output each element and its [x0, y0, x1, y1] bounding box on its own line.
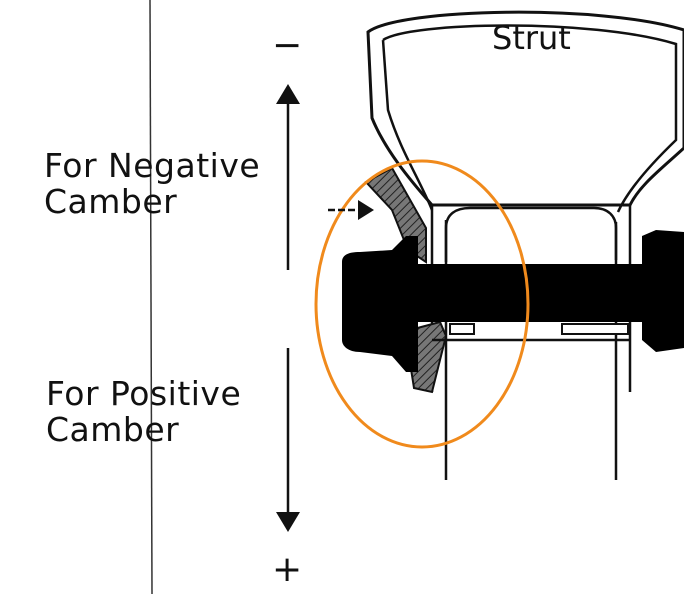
bracket-slot-outline: [444, 206, 618, 262]
negative-camber-line-2: Camber: [44, 182, 178, 221]
bolt-shank: [410, 264, 684, 322]
arrow-down-icon: [276, 348, 300, 532]
positive-camber-line-2: Camber: [46, 410, 180, 449]
arrow-right-icon: [328, 200, 374, 220]
negative-camber-label: For Negative Camber: [44, 148, 260, 220]
strut-bracket-right: [614, 205, 632, 480]
bolt-slot-left: [449, 323, 475, 335]
strut-inner-edge: [381, 24, 678, 213]
bolt-slot-right: [561, 323, 629, 335]
bolt-head: [342, 236, 418, 372]
strut-body: [366, 10, 684, 207]
highlight-ellipse: [314, 159, 530, 449]
page-fold-line: [149, 0, 153, 594]
nut-right: [642, 230, 684, 352]
negative-camber-line-1: For Negative: [44, 146, 261, 185]
strut-label: Strut: [492, 19, 571, 57]
positive-camber-label: For Positive Camber: [46, 376, 241, 448]
arrow-up-icon: [276, 84, 300, 270]
positive-camber-line-1: For Positive: [46, 374, 242, 413]
minus-sign: −: [272, 25, 303, 66]
plus-sign: +: [272, 549, 303, 590]
